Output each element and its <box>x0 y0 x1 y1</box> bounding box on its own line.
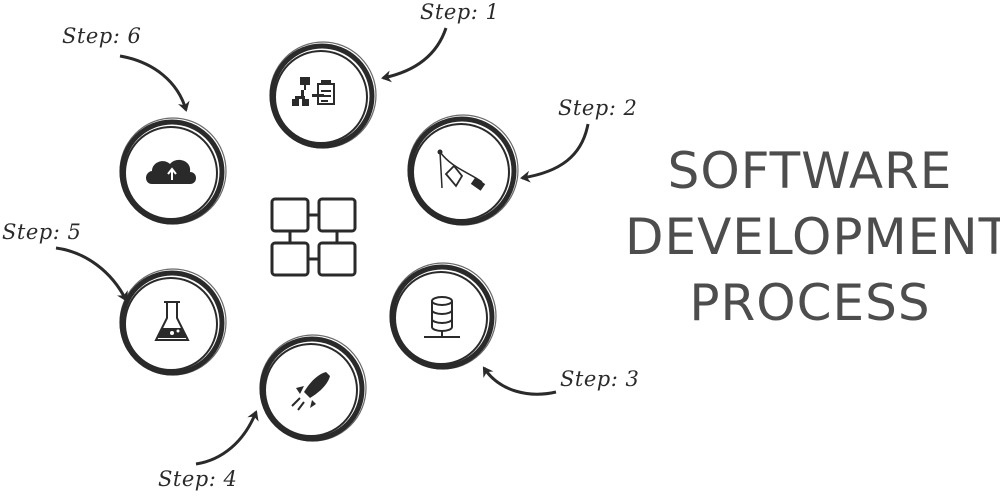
step-2-circle <box>407 114 519 226</box>
database-icon <box>424 296 460 338</box>
step-4-circle <box>259 334 367 442</box>
step-1-label: Step: 1 <box>420 0 500 24</box>
flowchart-document-icon <box>292 77 335 106</box>
step-3-arrow <box>482 366 557 396</box>
step-4-label: Step: 4 <box>158 467 238 491</box>
step-2-arrow <box>520 123 590 183</box>
cloud-upload-icon <box>146 159 196 184</box>
step-5-arrow <box>55 246 128 302</box>
step-1-circle <box>269 41 377 149</box>
step-5-label: Step: 5 <box>2 220 82 244</box>
title-line-1: SOFTWARE <box>667 142 953 200</box>
step-1-arrow <box>381 27 448 83</box>
step-5-circle <box>119 268 227 376</box>
connected-blocks-icon <box>270 197 357 277</box>
diagram-title: SOFTWARE DEVELOPMENT PROCESS <box>625 138 1000 336</box>
step-3-label: Step: 3 <box>560 367 640 391</box>
step-6-circle <box>119 117 227 225</box>
flask-icon <box>154 301 190 341</box>
step-4-arrow <box>195 410 259 466</box>
design-pen-tool-icon <box>437 149 486 191</box>
title-line-3: PROCESS <box>689 274 931 332</box>
title-line-2: DEVELOPMENT <box>625 208 1000 266</box>
rocket-icon <box>291 372 330 411</box>
step-6-arrow <box>119 54 190 112</box>
step-6-label: Step: 6 <box>62 24 142 48</box>
step-2-label: Step: 2 <box>558 96 638 120</box>
step-3-circle <box>389 262 497 370</box>
